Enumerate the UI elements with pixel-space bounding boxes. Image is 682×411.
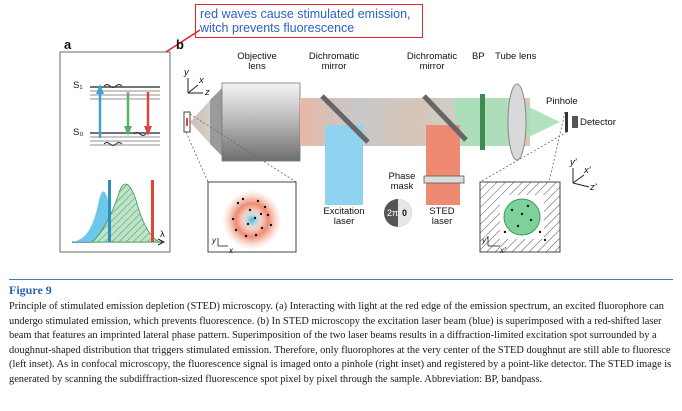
sted-laser-label: STED laser [429,206,455,227]
axis-z-label: z [205,87,210,98]
pinhole [565,112,568,132]
sample-axes [187,78,203,94]
axis-yp-label: y′ [570,157,577,168]
s0-label: S₀ [73,127,84,138]
detector [572,116,578,128]
sample-spot [186,118,188,126]
detector-axes [572,168,590,188]
panel-a-letter: a [64,37,72,52]
annotation-line-2: witch prevents fluorescence [200,21,355,35]
objective-lens [210,82,301,162]
right-inset-y-label: y′ [482,236,488,245]
right-inset-x-label: x′ [500,246,506,255]
tube-lens-label: Tube lens [495,51,537,62]
lambda-label: λ [160,229,165,240]
inset-x-label: x [229,246,233,255]
dichromatic-mirror-1 [320,94,370,144]
figure-title: Figure 9 [9,283,52,297]
axis-x-label: x [199,75,204,86]
bandpass-filter [480,94,485,150]
figure-caption: Principle of stimulated emission depleti… [9,301,672,385]
panel-b-letter: b [176,37,184,52]
figure-graphic [59,29,590,253]
dichromatic-mirror-1-label: Dichromatic mirror [308,51,360,72]
detector-label: Detector [580,117,616,128]
caption-rule [9,279,673,280]
axis-y-label: y [184,67,189,78]
left-inset [185,113,297,253]
dichromatic-mirror-2 [422,94,468,142]
annotation-line-1: red waves cause stimulated emission, [200,7,411,21]
axis-zp-label: z′ [590,182,597,193]
jablonski-diagram [90,84,160,146]
phase-2pi-label: 2π [387,208,399,218]
s1-label: S₁ [73,80,83,91]
phase-mask [423,175,465,184]
phase-0-label: 0 [402,208,408,218]
tube-lens [507,83,527,161]
excitation-beam [325,125,363,205]
excitation-laser-label: Excitation laser [323,206,365,227]
phase-mask-label: Phase mask [388,171,416,192]
sted-beam [426,125,460,205]
objective-lens-label: Objective lens [237,51,277,72]
bp-label: BP [472,51,485,62]
spectrum-plot [72,180,166,246]
annotation-box: red waves cause stimulated emission, wit… [195,4,423,38]
dichromatic-mirror-2-label: Dichromatic mirror [406,51,458,72]
axis-xp-label: x′ [584,165,591,176]
pinhole-label: Pinhole [546,96,578,107]
phase-plate-disk [384,199,412,227]
focal-cone [190,95,215,149]
right-inset [479,111,568,253]
inset-y-label: y [212,236,216,245]
